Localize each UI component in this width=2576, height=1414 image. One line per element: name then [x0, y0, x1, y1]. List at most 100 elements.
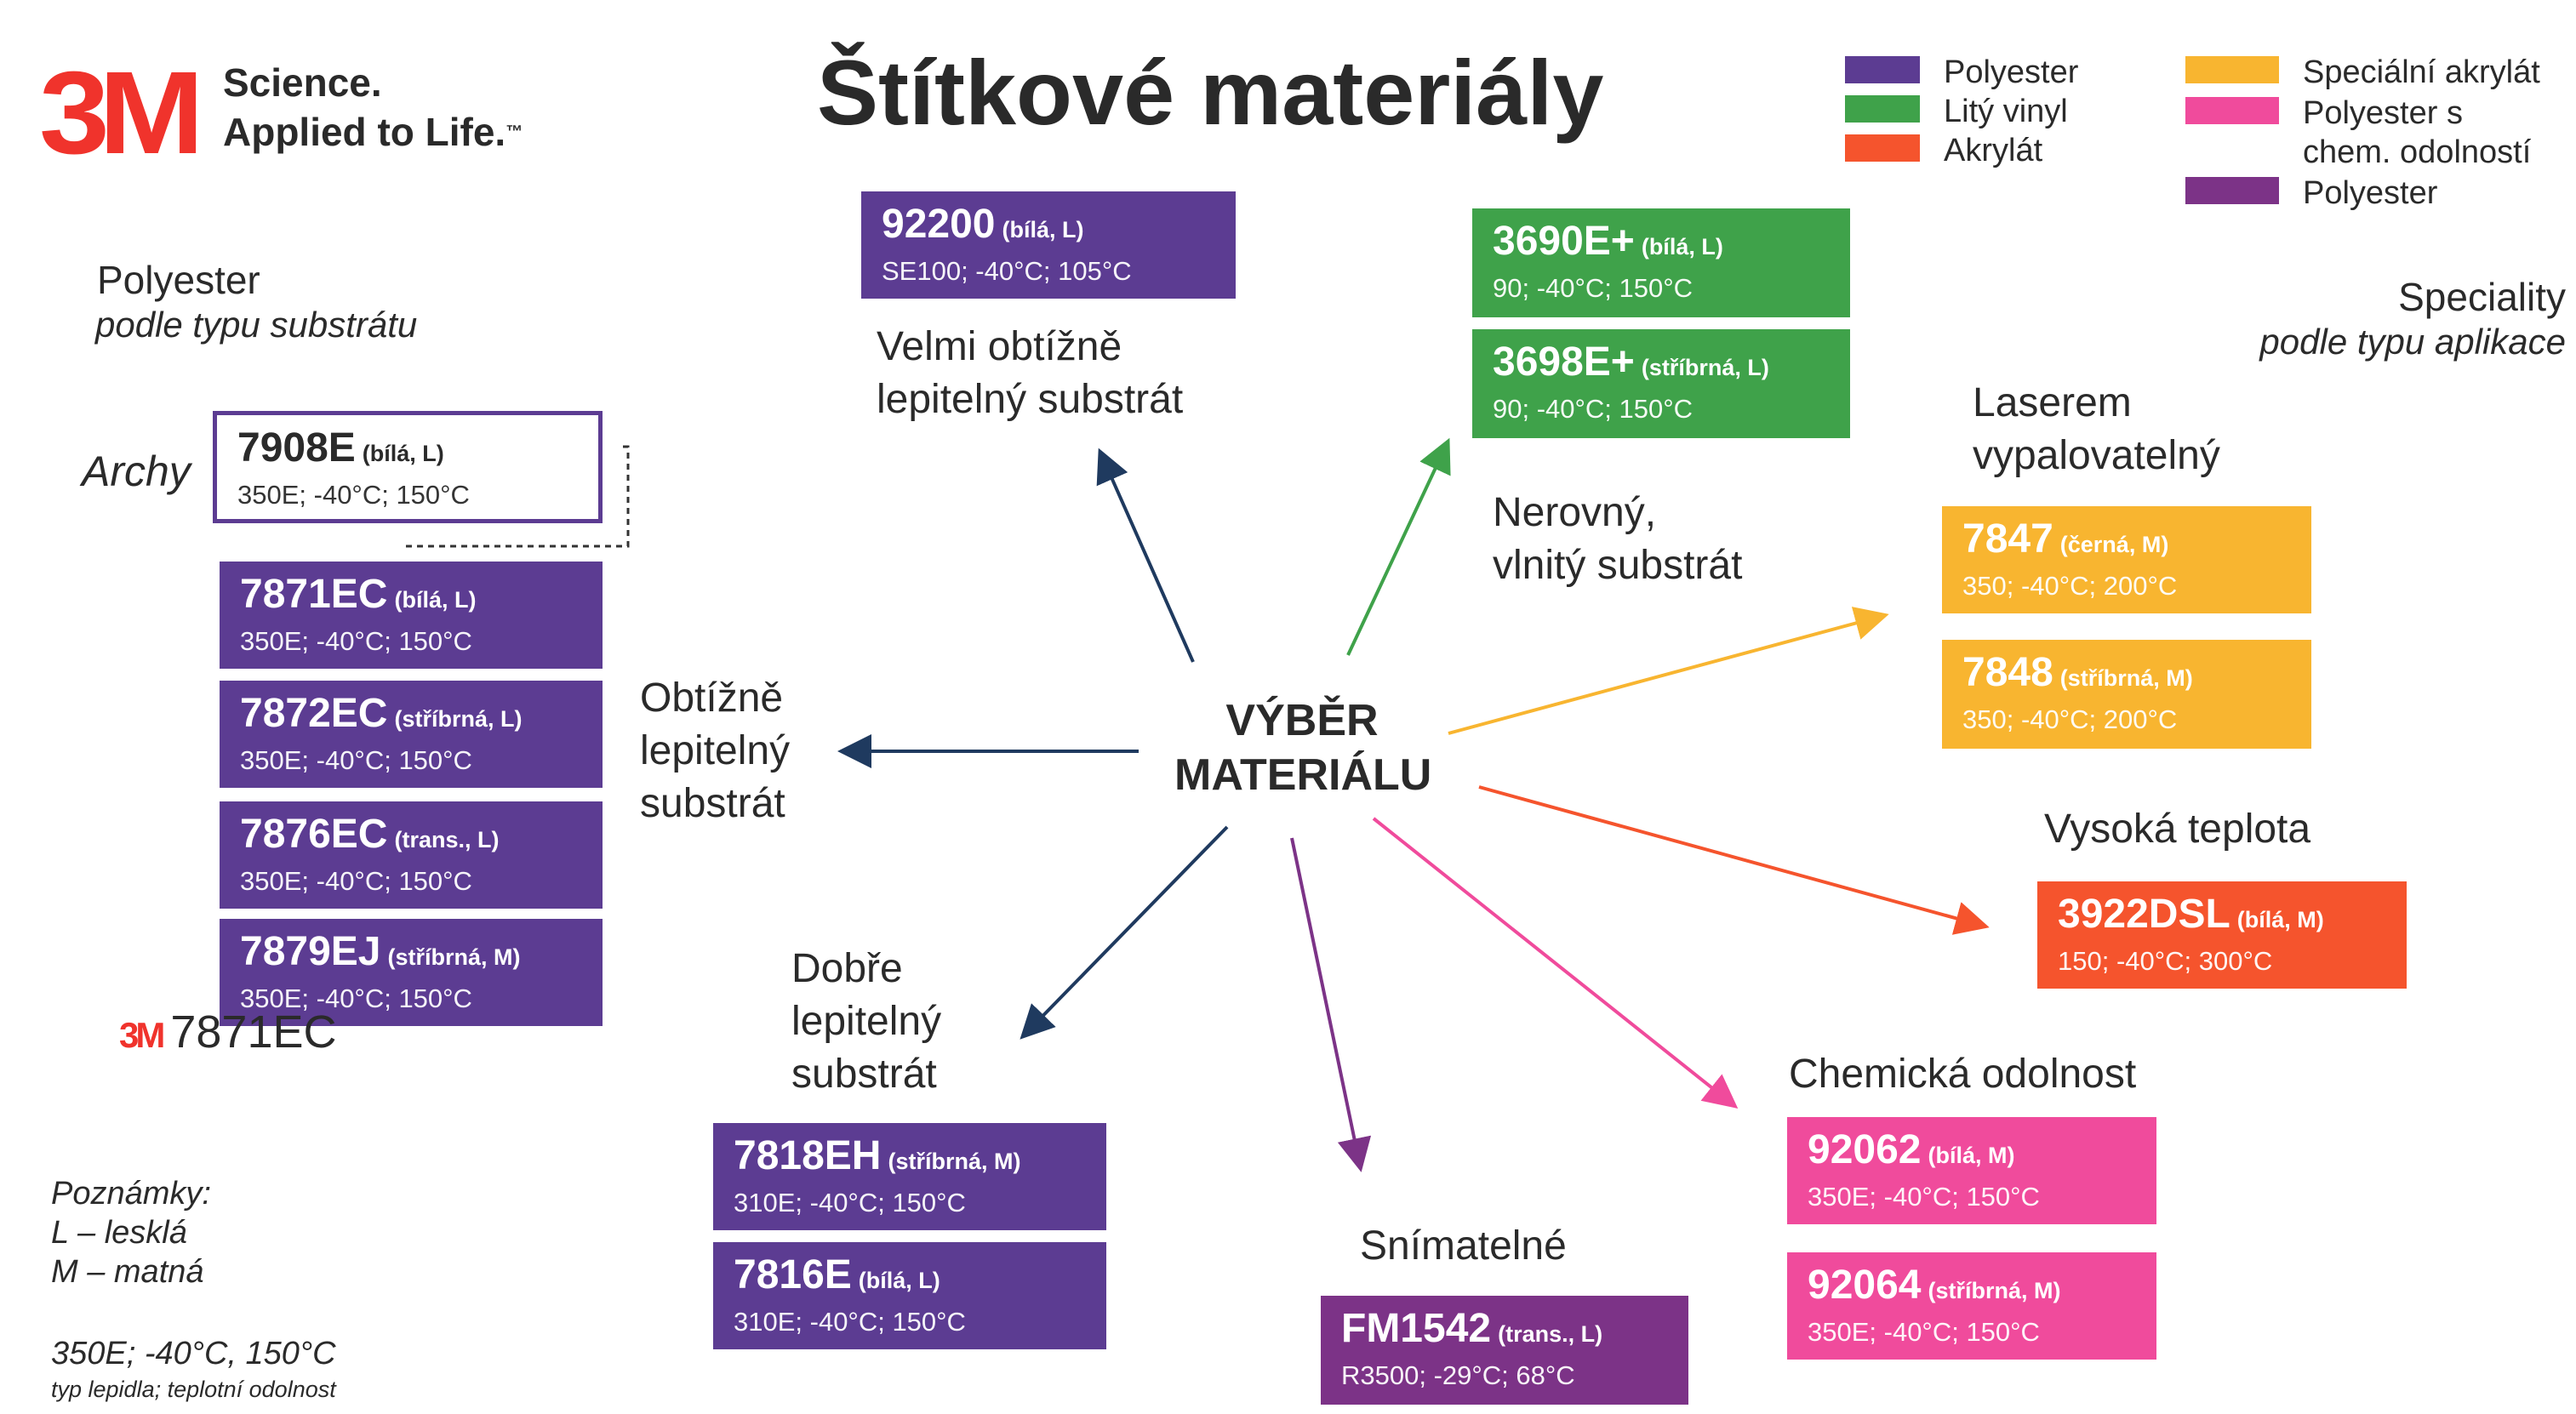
- legend-label: Akrylát: [1944, 133, 2043, 168]
- product-code: 92200(bílá, L): [882, 202, 1084, 247]
- arrow-velmi-obtizne: [1096, 448, 1195, 663]
- product-spec: 350; -40°C; 200°C: [1962, 571, 2178, 601]
- product-code: 7871EC(bílá, L): [240, 572, 477, 617]
- product-desc: (stříbrná, M): [1928, 1278, 2061, 1303]
- product-desc: (bílá, L): [1641, 234, 1723, 259]
- sample-sticker-7871EC: 3M 7871EC: [119, 1006, 337, 1058]
- product-spec: 90; -40°C; 150°C: [1493, 273, 1694, 303]
- product-code: 7908E(bílá, L): [237, 425, 444, 470]
- legend-polyester-dark: Polyester: [2185, 174, 2437, 213]
- product-spec: 350E; -40°C; 150°C: [237, 480, 470, 510]
- arrow-dobre: [1020, 825, 1229, 1040]
- tagline-line-2: Applied to Life.™: [223, 110, 523, 154]
- product-desc: (stříbrná, M): [2059, 665, 2193, 691]
- legend-swatch-chem-polyester: [2185, 97, 2279, 124]
- product-desc: (trans., L): [394, 827, 500, 852]
- category-chemicka: Chemická odolnost: [1789, 1052, 2137, 1097]
- product-card-3922DSL: 3922DSL(bílá, M) 150; -40°C; 300°C: [2037, 881, 2407, 989]
- product-spec: 350E; -40°C; 150°C: [1808, 1182, 2040, 1212]
- product-code: 92064(stříbrná, M): [1808, 1263, 2061, 1308]
- product-spec: SE100; -40°C; 105°C: [882, 256, 1132, 286]
- product-spec: 350E; -40°C; 150°C: [240, 866, 472, 896]
- product-desc: (bílá, L): [858, 1268, 940, 1293]
- legend-label: Polyester: [2303, 175, 2438, 211]
- arrow-chemicka: [1372, 817, 1739, 1109]
- legend-cast-vinyl: Litý vinyl: [1845, 92, 2068, 131]
- notes-heading: Poznámky:: [51, 1176, 211, 1212]
- right-section-subtitle: podle typu aplikace: [2259, 322, 2566, 362]
- archy-dashed-bracket: [402, 445, 630, 548]
- product-code: 3690E+(bílá, L): [1493, 219, 1723, 264]
- notes-m: M – matná: [51, 1254, 204, 1290]
- product-card-7876EC: 7876EC(trans., L) 350E; -40°C; 150°C: [220, 801, 603, 909]
- product-desc: (bílá, M): [2236, 907, 2324, 932]
- product-code: 7872EC(stříbrná, L): [240, 691, 523, 736]
- center-label: VÝBĚR MATERIÁLU: [1174, 696, 1432, 800]
- tagline-line-1: Science.: [223, 60, 382, 105]
- legend-swatch-special-acrylic: [2185, 56, 2279, 83]
- product-spec: 150; -40°C; 300°C: [2058, 946, 2273, 976]
- product-desc: (stříbrná, M): [888, 1149, 1021, 1174]
- archy-label: Archy: [82, 448, 191, 495]
- legend-label: Litý vinyl: [1944, 94, 2068, 129]
- product-spec: 350; -40°C; 200°C: [1962, 704, 2178, 734]
- legend-swatch-polyester: [1845, 56, 1920, 83]
- category-snimatelne: Snímatelné: [1360, 1223, 1567, 1269]
- product-card-7816E: 7816E(bílá, L) 310E; -40°C; 150°C: [713, 1242, 1106, 1349]
- product-desc: (stříbrná, L): [394, 706, 523, 732]
- product-desc: (bílá, L): [1002, 217, 1084, 242]
- product-desc: (bílá, L): [394, 587, 477, 613]
- category-dobre: Dobře lepitelný substrát: [791, 946, 942, 1097]
- product-desc: (trans., L): [1498, 1321, 1603, 1347]
- product-code: 7848(stříbrná, M): [1962, 650, 2193, 695]
- product-code: 7818EH(stříbrná, M): [734, 1133, 1021, 1178]
- brand-tagline: Science. Applied to Life.™: [223, 58, 523, 157]
- left-section-title: Polyester: [97, 258, 260, 302]
- product-card-7872EC: 7872EC(stříbrná, L) 350E; -40°C; 150°C: [220, 681, 603, 788]
- page-title: Štítkové materiály: [817, 41, 1604, 144]
- product-spec: 350E; -40°C; 150°C: [240, 745, 472, 775]
- arrow-snimatelne: [1290, 837, 1372, 1172]
- product-card-92200: 92200(bílá, L) SE100; -40°C; 105°C: [861, 191, 1236, 299]
- product-desc: (černá, M): [2059, 532, 2169, 557]
- legend-polyester: Polyester: [1845, 53, 2078, 92]
- product-spec: 90; -40°C; 150°C: [1493, 394, 1694, 424]
- category-obtizne: Obtížně lepitelný substrát: [640, 676, 791, 826]
- category-velmi-obtizne: Velmi obtížně lepitelný substrát: [877, 324, 1184, 422]
- sticker-code: 7871EC: [170, 1006, 337, 1058]
- product-spec: 350E; -40°C; 150°C: [240, 984, 472, 1013]
- product-spec: 310E; -40°C; 150°C: [734, 1188, 966, 1217]
- legend-swatch-polyester-dark: [2185, 177, 2279, 204]
- product-desc: (bílá, M): [1928, 1143, 2015, 1168]
- product-code: 7847(černá, M): [1962, 516, 2169, 562]
- product-desc: (stříbrná, M): [387, 944, 521, 970]
- product-card-7879EJ: 7879EJ(stříbrná, M) 350E; -40°C; 150°C: [220, 919, 603, 1026]
- product-desc: (bílá, L): [362, 441, 444, 466]
- legend-chem-polyester: Polyester s chem. odolností: [2185, 94, 2531, 172]
- sticker-3m-logo: 3M: [119, 1015, 165, 1055]
- legend-special-acrylic: Speciální akrylát: [2185, 53, 2540, 92]
- product-card-7818EH: 7818EH(stříbrná, M) 310E; -40°C; 150°C: [713, 1123, 1106, 1230]
- product-spec: 350E; -40°C; 150°C: [240, 626, 472, 656]
- legend-swatch-cast-vinyl: [1845, 95, 1920, 123]
- product-card-3690E: 3690E+(bílá, L) 90; -40°C; 150°C: [1472, 208, 1850, 317]
- product-code: 3698E+(stříbrná, L): [1493, 339, 1769, 385]
- legend-label: Speciální akrylát: [2303, 54, 2540, 90]
- notes-example: 350E; -40°C, 150°C: [51, 1336, 336, 1371]
- product-code: 3922DSL(bílá, M): [2058, 892, 2324, 937]
- arrow-nerovny: [1346, 437, 1451, 656]
- product-code: 7816E(bílá, L): [734, 1252, 940, 1297]
- arrow-vysoka-teplota: [1478, 785, 1990, 935]
- product-card-7848: 7848(stříbrná, M) 350; -40°C; 200°C: [1942, 640, 2311, 749]
- product-code: 7879EJ(stříbrná, M): [240, 929, 521, 974]
- product-desc: (stříbrná, L): [1641, 355, 1769, 380]
- product-code: FM1542(trans., L): [1341, 1306, 1603, 1351]
- product-spec: R3500; -29°C; 68°C: [1341, 1360, 1575, 1390]
- category-laser: Laserem vypalovatelný: [1973, 380, 2220, 478]
- category-nerovny: Nerovný, vlnitý substrát: [1493, 490, 1743, 588]
- product-code: 92062(bílá, M): [1808, 1127, 2015, 1172]
- arrow-laser: [1448, 607, 1889, 735]
- trademark-mark: ™: [505, 123, 523, 141]
- product-code: 7876EC(trans., L): [240, 812, 500, 857]
